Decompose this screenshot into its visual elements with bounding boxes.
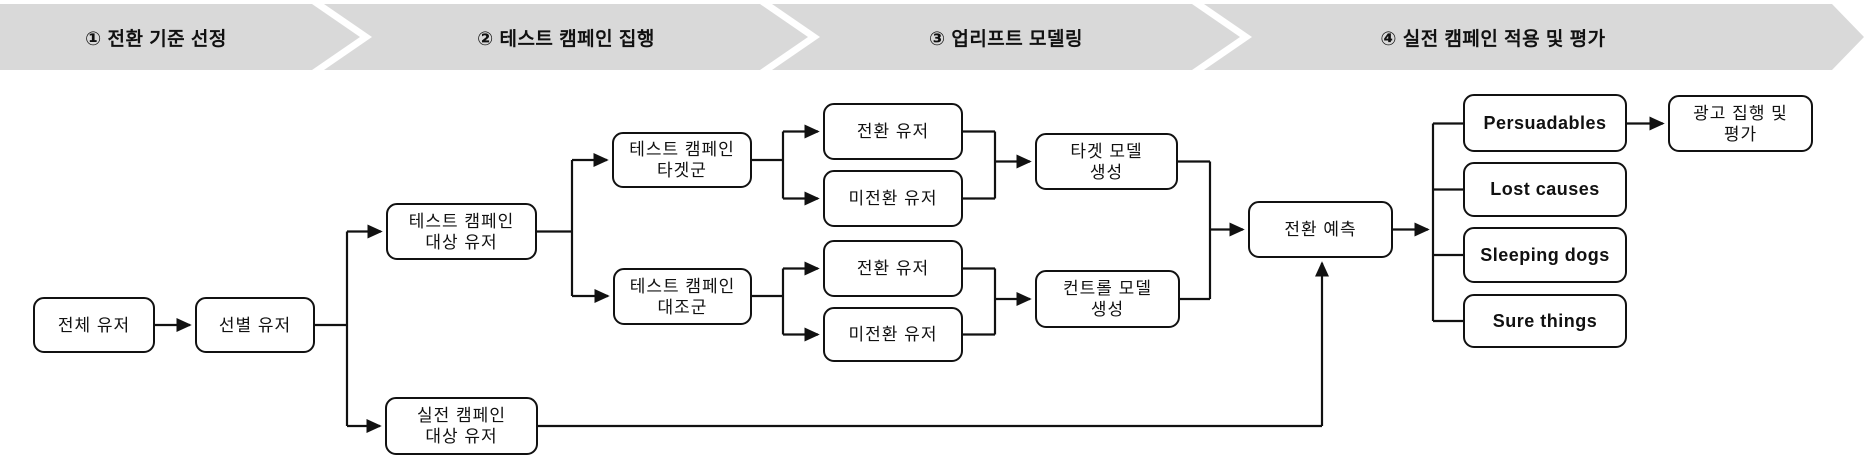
flow-box-test-control-group: 테스트 캠페인 대조군 — [613, 268, 752, 325]
selected-users-label: 선별 유저 — [218, 315, 292, 335]
flow-box-real-campaign-users: 실전 캠페인 대상 유저 — [385, 397, 538, 455]
flow-box-test-target-group: 테스트 캠페인 타겟군 — [612, 132, 752, 188]
converted-users-target-label: 전환 유저 — [856, 122, 930, 141]
flow-box-test-campaign-users: 테스트 캠페인 대상 유저 — [386, 203, 537, 260]
converted-users-control-label: 전환 유저 — [856, 259, 930, 278]
flow-box-all-users: 전체 유저 — [33, 297, 155, 353]
sure-things-label: Sure things — [1492, 310, 1598, 331]
flow-box-conversion-prediction: 전환 예측 — [1248, 201, 1393, 258]
test-campaign-users-label: 테스트 캠페인 대상 유저 — [408, 211, 515, 252]
stage-label-4: ④ 실전 캠페인 적용 및 평가 — [1380, 28, 1606, 50]
all-users-label: 전체 유저 — [57, 315, 131, 335]
flow-box-sure-things: Sure things — [1463, 294, 1627, 348]
persuadables-label: Persuadables — [1483, 112, 1607, 133]
stage-label-3: ③ 업리프트 모델링 — [928, 28, 1083, 50]
non-converted-users-control-label: 미전환 유저 — [848, 325, 938, 344]
lost-causes-label: Lost causes — [1490, 179, 1600, 199]
flow-box-lost-causes: Lost causes — [1463, 162, 1627, 217]
control-model-label: 컨트롤 모델 생성 — [1063, 279, 1152, 319]
connector-lines — [315, 122, 1463, 428]
flow-box-converted-users-control: 전환 유저 — [823, 240, 963, 297]
stage-chevron-4: ④ 실전 캠페인 적용 및 평가 — [1204, 4, 1864, 70]
flow-box-selected-users: 선별 유저 — [195, 297, 315, 353]
stage-label-1: ① 전환 기준 선정 — [85, 28, 227, 50]
flow-box-converted-users-target: 전환 유저 — [823, 103, 963, 160]
ad-execution-label: 광고 집행 및 평가 — [1693, 103, 1788, 144]
stage-chevron-2: ② 테스트 캠페인 집행 — [324, 4, 808, 70]
stage-chevron-1: ① 전환 기준 선정 — [0, 4, 360, 70]
conversion-prediction-label: 전환 예측 — [1284, 220, 1357, 239]
target-model-label: 타겟 모델 생성 — [1070, 141, 1143, 182]
flow-box-target-model: 타겟 모델 생성 — [1035, 133, 1178, 190]
flow-box-ad-execution: 광고 집행 및 평가 — [1668, 95, 1813, 152]
stage-chevron-3: ③ 업리프트 모델링 — [772, 4, 1240, 70]
sleeping-dogs-label: Sleeping dogs — [1480, 244, 1610, 265]
flow-box-non-converted-users-control: 미전환 유저 — [823, 307, 963, 362]
test-target-group-label: 테스트 캠페인 타겟군 — [629, 140, 735, 180]
flow-box-sleeping-dogs: Sleeping dogs — [1463, 227, 1627, 283]
flow-box-non-converted-users-target: 미전환 유저 — [823, 170, 963, 227]
non-converted-users-target-label: 미전환 유저 — [848, 189, 938, 208]
flow-box-persuadables: Persuadables — [1463, 94, 1627, 152]
flow-box-control-model: 컨트롤 모델 생성 — [1035, 270, 1180, 328]
test-control-group-label: 테스트 캠페인 대조군 — [629, 276, 736, 317]
stage-label-2: ② 테스트 캠페인 집행 — [477, 28, 655, 50]
real-campaign-users-label: 실전 캠페인 대상 유저 — [417, 406, 506, 446]
